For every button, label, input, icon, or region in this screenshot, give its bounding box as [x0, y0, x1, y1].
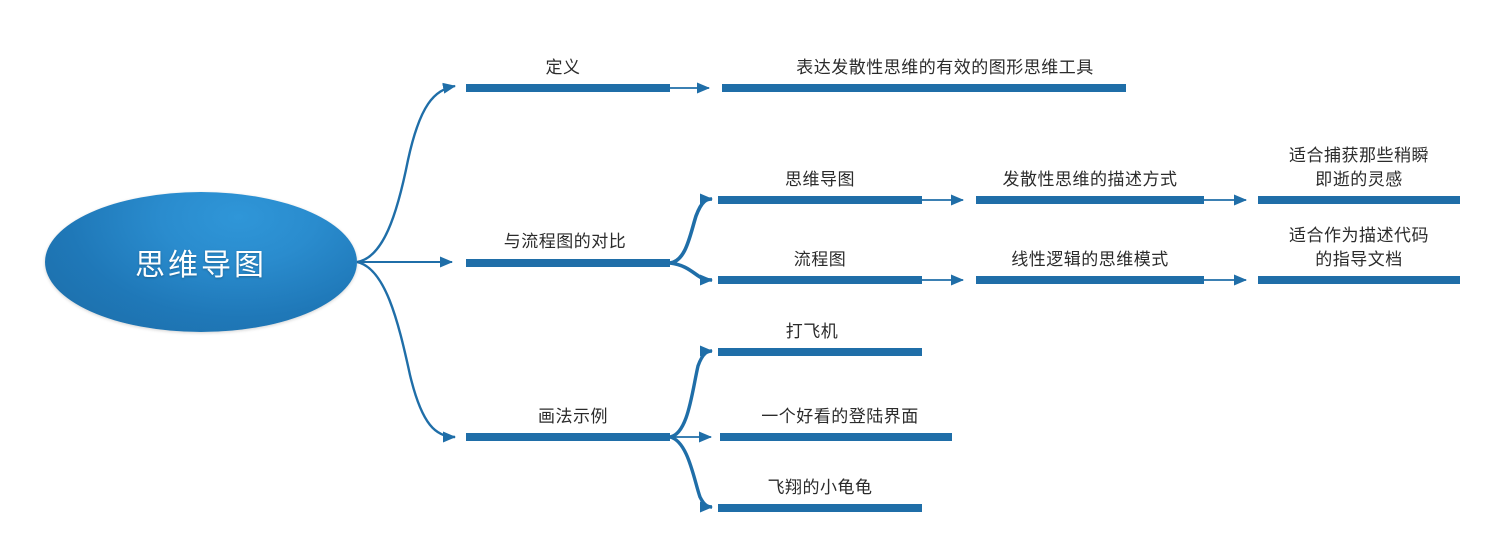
root-node[interactable]	[45, 192, 357, 332]
node-bar[interactable]	[466, 433, 670, 441]
node-label: 适合捕获那些稍瞬 即逝的灵感	[1289, 146, 1429, 190]
node-bar[interactable]	[720, 433, 952, 441]
edge-duibi-to-liuchengtu	[669, 261, 713, 286]
node-label: 定义	[545, 58, 581, 78]
node-label: 一个好看的登陆界面	[761, 407, 919, 427]
node-label: 表达发散性思维的有效的图形思维工具	[796, 58, 1094, 78]
node-bar[interactable]	[976, 196, 1204, 204]
root-node-label: 思维导图	[135, 248, 267, 283]
node-label: 思维导图	[785, 170, 855, 190]
node-bar[interactable]	[718, 196, 922, 204]
node-label: 适合作为描述代码 的指导文档	[1289, 226, 1429, 270]
node-label: 流程图	[793, 250, 847, 270]
node-bar[interactable]	[1258, 196, 1460, 204]
node-bar[interactable]	[718, 348, 922, 356]
edge-huafa-to-dafeiji	[669, 345, 713, 439]
node-label: 发散性思维的描述方式	[1002, 170, 1178, 190]
node-bar[interactable]	[722, 84, 1126, 92]
edge-huafa-to-xiaoguigui	[669, 435, 713, 513]
node-bar[interactable]	[718, 504, 922, 512]
node-bar[interactable]	[466, 84, 670, 92]
node-label: 与流程图的对比	[503, 232, 627, 252]
node-label: 打飞机	[785, 322, 839, 342]
node-label: 飞翔的小龟龟	[767, 478, 873, 498]
edge-duibi-to-siweidaotu	[669, 193, 713, 265]
node-bar[interactable]	[718, 276, 922, 284]
node-bar[interactable]	[976, 276, 1204, 284]
node-bar[interactable]	[466, 259, 670, 267]
node-bars	[466, 84, 1460, 512]
node-bar[interactable]	[1258, 276, 1460, 284]
edge-root-to-huafa	[356, 260, 456, 443]
node-label: 线性逻辑的思维模式	[1011, 250, 1169, 270]
edge-root-to-dingyi	[356, 82, 456, 264]
node-label: 画法示例	[538, 407, 608, 427]
